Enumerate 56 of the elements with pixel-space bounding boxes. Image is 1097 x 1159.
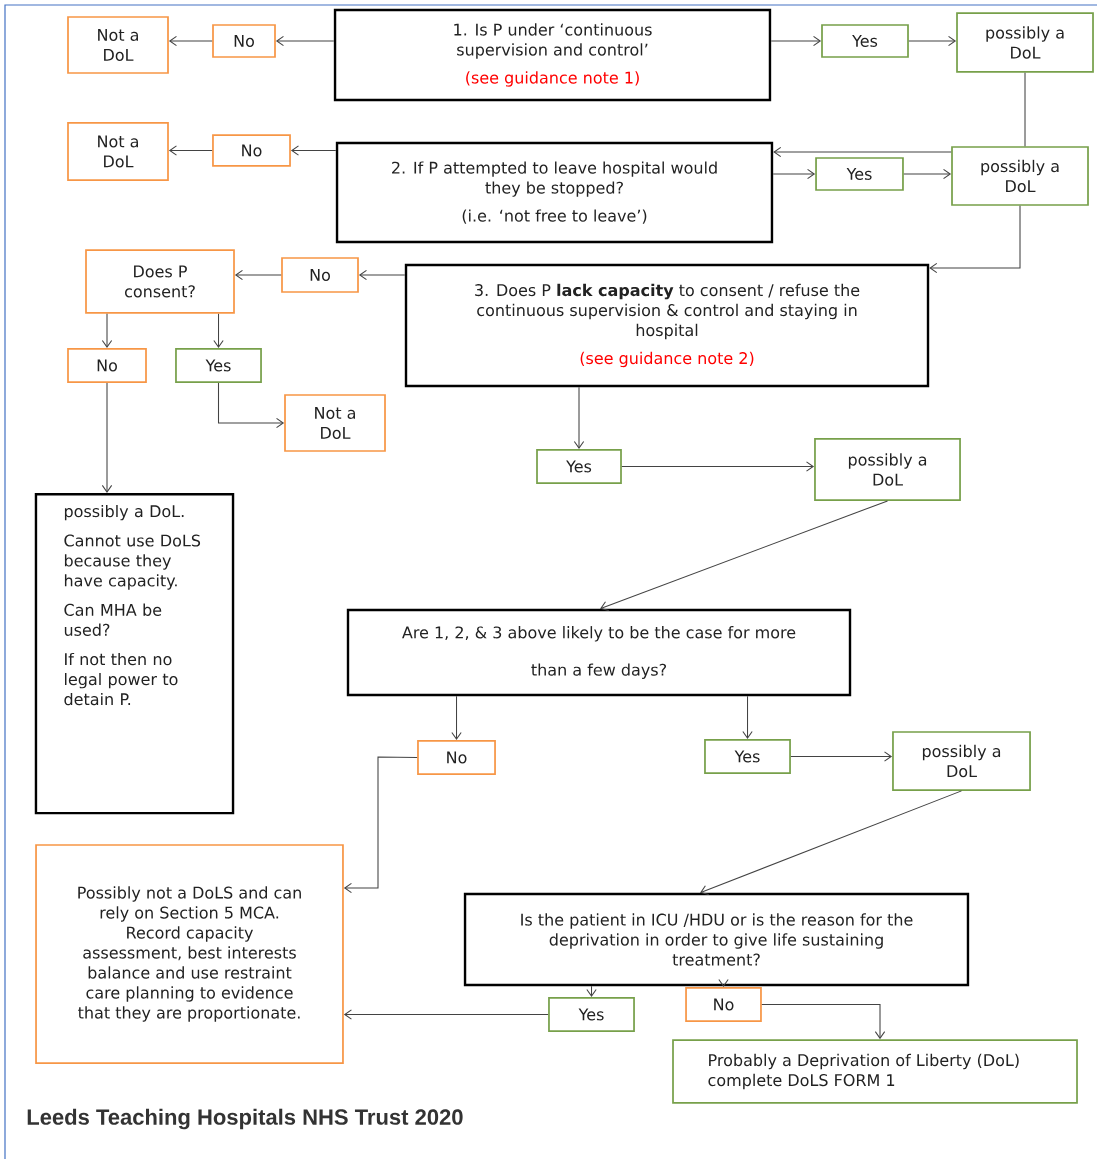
choice-box: No [212,24,276,58]
choice-box: Yes [536,449,622,484]
outcome-box: possibly a DoL [951,146,1089,206]
choice-box: Yes [704,739,791,774]
choice-box: Yes [815,157,904,191]
outcome-box: Not a DoL [284,394,386,452]
arrow [101,313,113,349]
choice-box: No [281,257,359,293]
arrow [343,756,418,894]
arrow [742,695,753,740]
arrow [168,145,213,156]
choice-box: Possibly not a DoLS and can rely on Section 5 MCA. Record capacity assessment, best interests balance and use restraint care planning to evidence that they are proportionate. [35,844,344,1064]
arrow [217,382,285,429]
arrow [761,1003,886,1040]
outcome-box: Not a DoL [67,122,169,181]
arrow [101,382,113,493]
question-box: 2. If P attempted to leave hospital would they be stopped? (i.e. ‘not free to leave’) [335,141,774,244]
arrow [573,386,585,450]
arrow [770,35,822,47]
outcome-box: possibly a DoL [892,731,1031,791]
arrow [451,695,462,741]
question-box: 1. Is P under ‘continuous supervision and control’ (see guidance note 1) [333,8,772,102]
arrow [358,269,406,281]
arrow [586,985,597,998]
choice-box: No [417,740,496,775]
arrow [700,790,963,895]
arrow [168,35,213,47]
arrow [600,500,889,611]
choice-box: No [685,987,762,1022]
arrow [275,35,335,47]
outcome-box: possibly a DoL [814,438,961,501]
outcome-box: possibly a DoL [956,12,1094,73]
arrow [343,1009,549,1020]
choice-box: Yes [821,24,909,58]
choice-box: No [212,134,291,167]
arrow [908,35,957,47]
arrow [290,145,337,156]
arrow [929,205,1021,274]
choice-box: No [67,348,147,383]
arrow [790,751,893,762]
question-box: Are 1, 2, & 3 above likely to be the case for more than a few days? [346,608,852,697]
note-box: possibly a DoL. Cannot use DoLS because they have capacity. Can MHA be used? If not then no legal power to detain P. [34,493,235,815]
arrow [234,269,282,281]
choice-box: Yes [175,348,262,383]
outcome-box: Not a DoL [67,16,169,74]
question-box: Is the patient in ICU /HDU or is the reason for the deprivation in order to give life sustaining treatment? [463,892,970,987]
arrow [621,461,815,472]
arrow [903,168,952,180]
arrow [773,146,952,158]
arrow [772,168,816,180]
caption-text: Leeds Teaching Hospitals NHS Trust 2020 [27,1108,463,1130]
choice-box: Yes [548,997,635,1032]
arrow [213,313,224,349]
question-box: 3. Does P lack capacity to consent / refuse the continuous supervision & control and staying in hospital (see guidance note 2) [404,263,930,388]
choice-box: Does P consent? [85,249,235,314]
outcome-box: Probably a Deprivation of Liberty (DoL) complete DoLS FORM 1 [672,1039,1078,1104]
